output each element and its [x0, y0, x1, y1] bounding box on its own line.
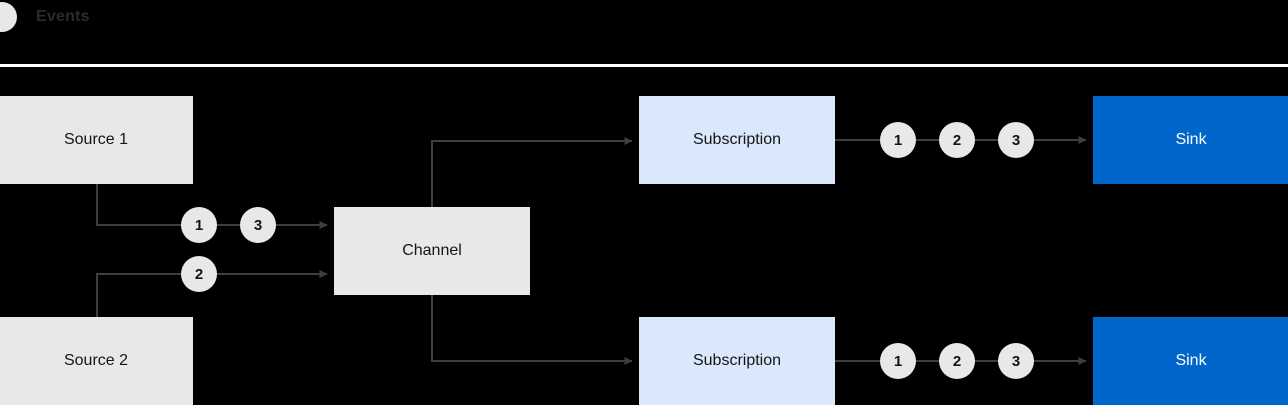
event-token: 3: [998, 122, 1034, 158]
node-channel[interactable]: Channel: [334, 207, 530, 295]
node-label: Subscription: [692, 131, 782, 148]
node-label: Subscription: [692, 352, 782, 369]
event-token: 2: [939, 343, 975, 379]
node-subscription-2[interactable]: Subscription: [639, 317, 835, 405]
node-sink-2[interactable]: Sink: [1093, 317, 1288, 405]
node-sink-1[interactable]: Sink: [1093, 96, 1288, 184]
event-token: 2: [939, 122, 975, 158]
node-source-1[interactable]: Source 1: [0, 96, 193, 184]
legend-label: Events: [36, 8, 90, 25]
event-token: 1: [880, 122, 916, 158]
event-dot-icon: [0, 2, 17, 32]
node-label: Channel: [402, 242, 462, 259]
node-label: Sink: [1175, 131, 1207, 148]
node-subscription-1[interactable]: Subscription: [639, 96, 835, 184]
node-label: Source 2: [63, 352, 129, 369]
event-token: 3: [240, 207, 276, 243]
header-divider: [0, 64, 1288, 67]
node-label: Sink: [1175, 352, 1207, 369]
node-label: Source 1: [63, 131, 129, 148]
event-token: 3: [998, 343, 1034, 379]
legend: Events: [0, 0, 90, 34]
event-token: 1: [181, 207, 217, 243]
node-source-2[interactable]: Source 2: [0, 317, 193, 405]
event-token: 1: [880, 343, 916, 379]
event-token: 2: [181, 256, 217, 292]
